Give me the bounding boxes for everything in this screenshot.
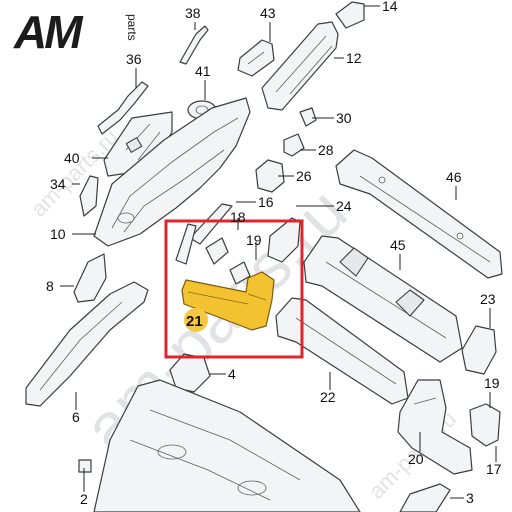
part-23[interactable] [461,325,497,375]
highlight-badge [184,308,208,332]
callout-10[interactable]: 10 [50,226,66,242]
part-12[interactable] [261,21,339,111]
part-3[interactable] [399,483,451,512]
highlight-frame [164,219,304,359]
callout-30[interactable]: 30 [336,110,352,126]
callout-2[interactable]: 2 [80,491,88,507]
part-26[interactable] [255,159,285,193]
part-16[interactable] [189,203,233,245]
callout-26[interactable]: 26 [296,168,312,184]
part-30[interactable] [299,107,317,127]
callout-8[interactable]: 8 [46,278,54,294]
callout-6[interactable]: 6 [72,409,80,425]
callout-43[interactable]: 43 [260,5,276,21]
callout-21[interactable]: 21 [186,313,203,330]
callout-14[interactable]: 14 [382,0,398,14]
callout-3[interactable]: 3 [466,490,474,506]
callout-45[interactable]: 45 [390,237,406,253]
callout-16[interactable]: 16 [258,194,274,210]
part-38[interactable] [179,25,209,65]
part-8[interactable] [73,253,107,303]
callout-40[interactable]: 40 [64,150,80,166]
callout-41[interactable]: 41 [195,63,211,79]
part-43[interactable] [237,39,275,77]
part-19-lower[interactable] [469,403,501,447]
am-parts-logo: AM parts [13,6,139,58]
part-6[interactable] [25,281,149,407]
logo-letters: AM [13,6,84,58]
callout-38[interactable]: 38 [185,5,201,21]
part-20[interactable] [397,379,473,475]
callout-19-upper[interactable]: 19 [246,232,262,248]
callout-20[interactable]: 20 [408,451,424,467]
callout-layer: 38 43 14 36 41 12 30 40 28 34 26 46 16 2… [46,0,502,507]
part-34[interactable] [79,175,99,217]
part-36[interactable] [97,81,149,135]
part-10[interactable] [93,97,251,247]
callout-23[interactable]: 23 [480,291,496,307]
callout-17[interactable]: 17 [486,461,502,477]
part-2[interactable] [78,459,92,473]
part-45[interactable] [303,235,463,363]
part-24[interactable] [267,217,301,263]
callout-19-lower[interactable]: 19 [484,375,500,391]
callout-4[interactable]: 4 [228,366,236,382]
callout-22[interactable]: 22 [320,389,336,405]
callout-28[interactable]: 28 [318,142,334,158]
callout-24[interactable]: 24 [336,198,352,214]
part-19-upper[interactable] [205,237,251,285]
part-18[interactable] [175,223,197,265]
callout-18[interactable]: 18 [230,209,246,225]
part-46[interactable] [335,149,503,279]
callout-46[interactable]: 46 [446,169,462,185]
callout-36[interactable]: 36 [126,51,142,67]
part-21[interactable] [181,271,275,331]
callout-34[interactable]: 34 [50,176,66,192]
callout-12[interactable]: 12 [346,50,362,66]
floor-panel[interactable] [93,379,361,512]
logo-sub: parts [125,14,139,41]
part-14[interactable] [335,1,365,29]
part-28[interactable] [283,133,305,157]
